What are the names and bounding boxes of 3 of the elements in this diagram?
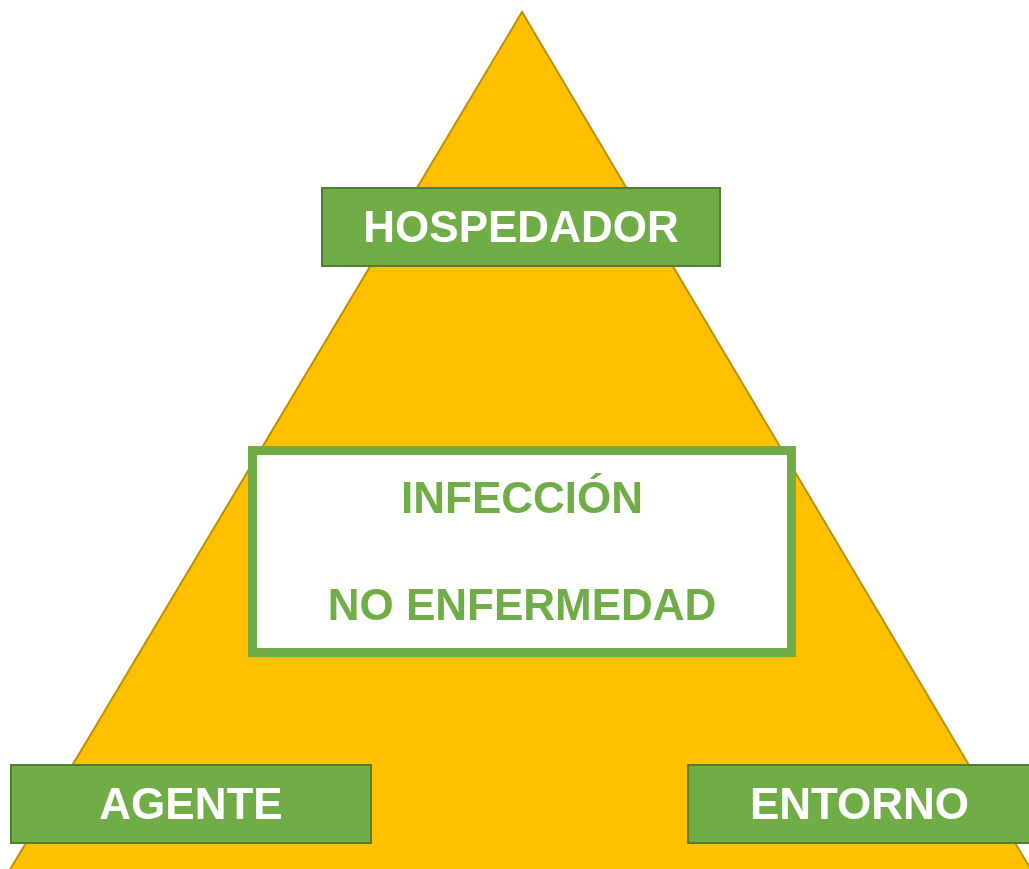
frame-text: NO ENFERMEDAD: [327, 580, 717, 630]
label-box: ENTORNO: [687, 764, 1029, 844]
frame-text: INFECCIÓN: [401, 473, 643, 523]
